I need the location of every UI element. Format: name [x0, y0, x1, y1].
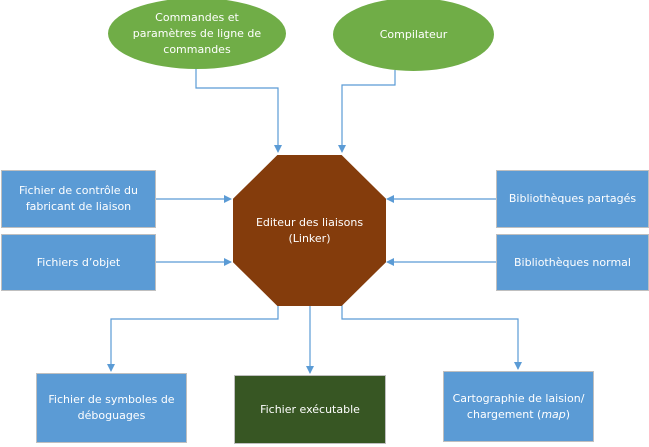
node-label-line: Editeur des liaisons: [255, 215, 364, 229]
node-label: Bibliothèques normal: [514, 255, 631, 269]
node-label-line: Commandes et: [155, 10, 239, 24]
node-linker: Editeur des liaisons (Linker): [233, 155, 386, 306]
connector-linker-to-debug-symbols: [107, 305, 279, 372]
node-label-text: chargement (: [466, 407, 542, 421]
node-executable-file: Fichier exécutable: [234, 375, 386, 444]
node-debug-symbols-file: Fichier de symboles de déboguages: [36, 373, 187, 443]
node-label-italic: map: [541, 407, 566, 421]
node-label-line: (Linker): [288, 231, 331, 245]
node-label-line: Cartographie de laision/: [452, 391, 585, 405]
node-command-line-params: Commandes et paramètres de ligne de comm…: [108, 0, 286, 69]
node-normal-libraries: Bibliothèques normal: [496, 234, 649, 291]
connector-commands-to-linker: [195, 68, 282, 153]
node-label-line: fabricant de liaison: [25, 200, 132, 213]
node-label: Fichiers d’objet: [36, 255, 121, 269]
node-label-line: déboguages: [77, 409, 146, 422]
node-label: Compilateur: [379, 27, 448, 41]
node-label-line: Fichier de symboles de: [48, 393, 175, 406]
node-label-line: commandes: [163, 42, 231, 56]
connector-compiler-to-linker: [338, 70, 396, 153]
node-label-line: paramètres de ligne de: [132, 26, 262, 40]
connector-linker-to-map: [341, 305, 522, 370]
node-object-files: Fichiers d’objet: [1, 234, 156, 291]
node-label: Fichier exécutable: [260, 402, 360, 416]
node-label-line: chargement (map): [453, 407, 585, 423]
node-link-load-map: Cartographie de laision/ chargement (map…: [443, 371, 594, 442]
node-label-text: ): [565, 407, 571, 421]
node-shared-libraries: Bibliothèques partagés: [496, 170, 649, 228]
node-linker-control-file: Fichier de contrôle du fabricant de liai…: [1, 170, 156, 228]
node-label: Bibliothèques partagés: [508, 192, 637, 205]
node-compiler: Compilateur: [333, 0, 494, 71]
node-label-line: Fichier de contrôle du: [18, 184, 139, 197]
